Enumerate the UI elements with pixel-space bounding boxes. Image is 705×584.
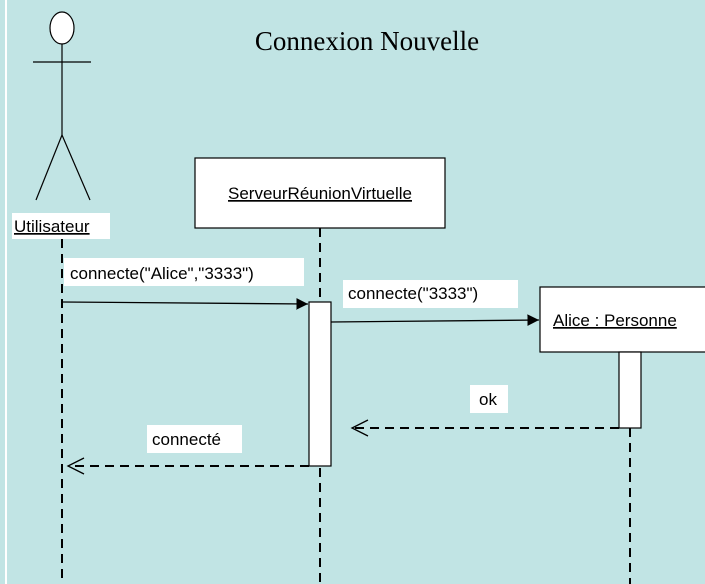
message-1-label-box (64, 258, 304, 286)
actor-label: Utilisateur (14, 217, 90, 236)
message-2-arrow (330, 314, 540, 326)
message-1-arrow (61, 298, 309, 310)
diagram-title: Connexion Nouvelle (255, 26, 479, 56)
message-2-label: connecte("3333") (348, 284, 478, 303)
server-activation-bar (308, 301, 332, 467)
message-4-label: connecté (152, 430, 221, 449)
message-4-label-box (147, 425, 242, 453)
message-3-label: ok (479, 390, 497, 409)
actor-icon (33, 11, 91, 201)
actor-label-box (12, 213, 110, 239)
message-3-label-box (470, 385, 508, 413)
alice-object-box (539, 286, 705, 353)
message-1-label: connecte("Alice","3333") (70, 264, 254, 283)
message-2-label-box (343, 280, 518, 308)
alice-object-label: Alice : Personne (553, 311, 677, 330)
server-object-box (194, 157, 446, 229)
alice-activation-bar (618, 351, 642, 429)
message-3-arrowhead (350, 419, 369, 437)
server-object-label: ServeurRéunionVirtuelle (228, 184, 412, 203)
message-4-arrowhead (66, 457, 85, 475)
